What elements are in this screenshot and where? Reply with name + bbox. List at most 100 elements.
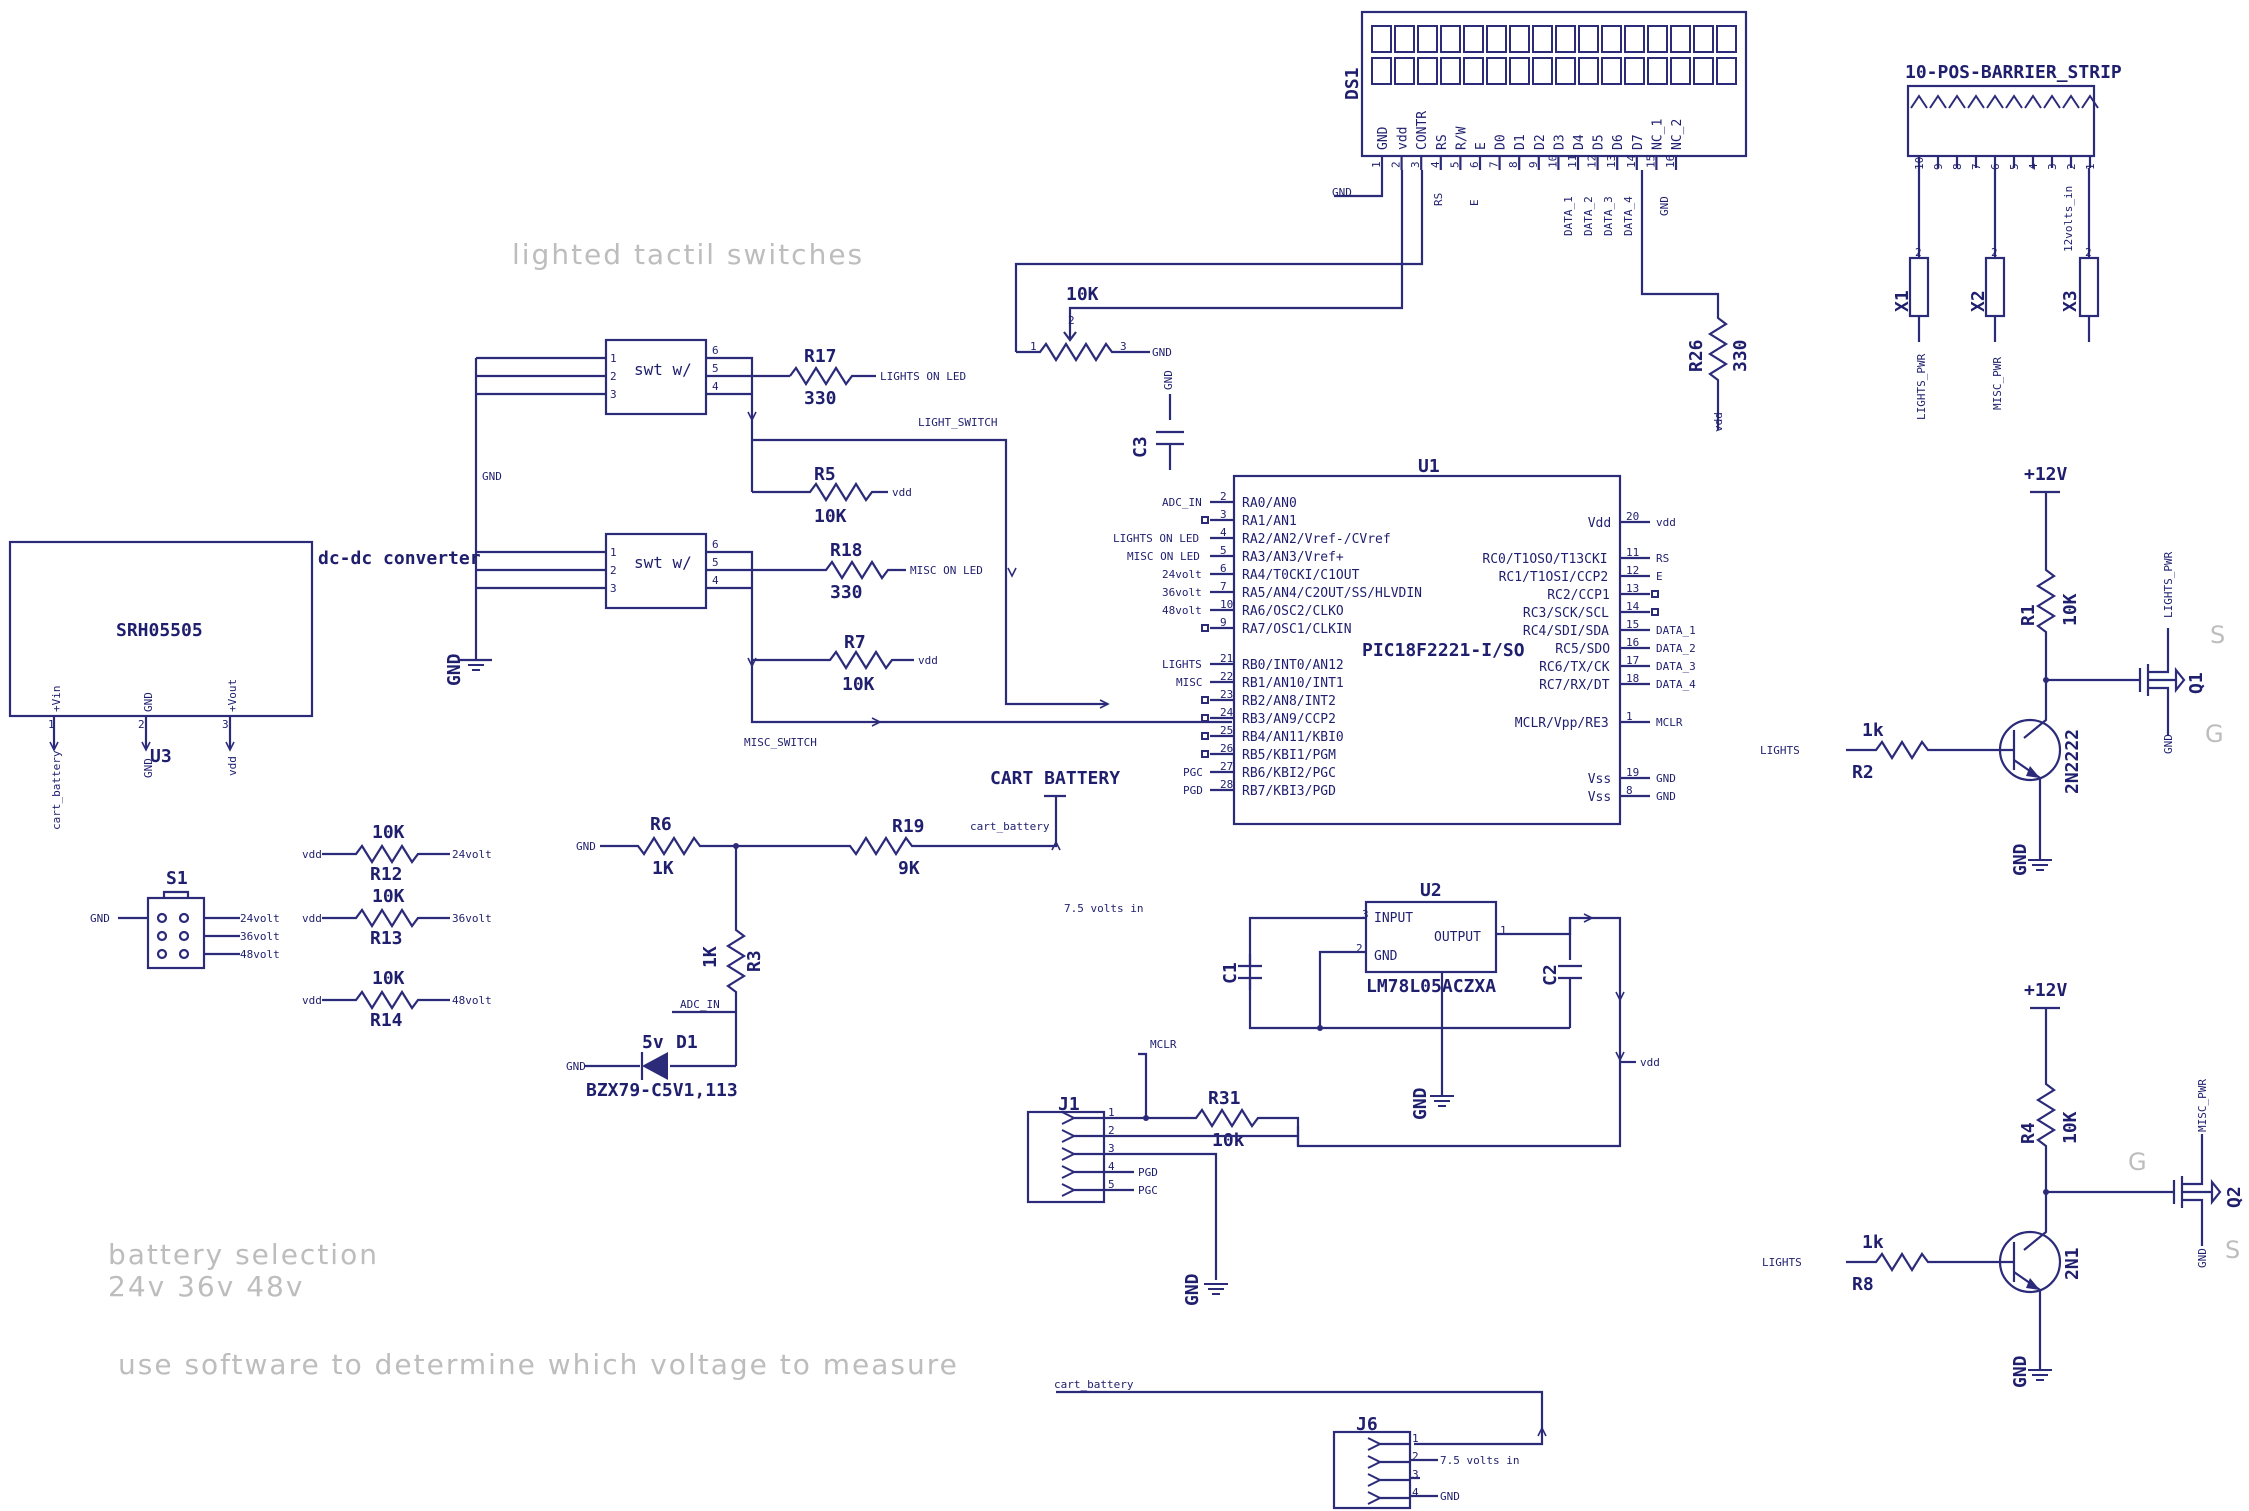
u1-right-pin-name: RC4/SDI/SDA (1523, 624, 1609, 639)
u1-left-pin-name: RA2/AN2/Vref-/CVref (1242, 532, 1391, 547)
switch-gnd-net: GND (482, 470, 502, 483)
resistor-r5: R5 10K vdd (790, 464, 912, 527)
r12-ref: R12 (370, 864, 403, 885)
pot-pin2: 2 (1068, 314, 1075, 327)
u1-left-net: LIGHTS (1162, 658, 1202, 671)
u1-right-pin-number: 15 (1626, 618, 1639, 631)
lcd-pin-number: 16 (1664, 155, 1677, 168)
u1-nc-marker (1201, 714, 1209, 722)
q2-fet-gnd: GND (2196, 1248, 2209, 1268)
u1-right-net: DATA_2 (1656, 642, 1696, 655)
lcd-pin-name: R/W (1454, 126, 1469, 150)
lcd-cell (1716, 57, 1737, 85)
lcd-gnd-net: GND (1332, 186, 1352, 199)
q1-fet-gnd: GND (2162, 734, 2175, 754)
dcdc-part: SRH05505 (116, 620, 203, 641)
barrier-pin-number: 9 (1932, 163, 1945, 170)
driver-q2: +12V R4 10K Q2 MISC_PWR GND 2N1 1k R8 LI… (1762, 980, 2245, 1388)
barrier-pin-number: 5 (2008, 163, 2021, 170)
s1-net-48: 48volt (240, 948, 280, 961)
u1-left-pin-name: RA1/AN1 (1242, 514, 1297, 529)
lcd-cell (1394, 57, 1415, 85)
r2-value: 1k (1862, 720, 1884, 741)
r17-value: 330 (804, 388, 837, 409)
barrier-pin-number: 10 (1913, 157, 1926, 170)
u1-right-pin-name: Vdd (1588, 516, 1611, 531)
u1-right-net: GND (1656, 772, 1676, 785)
lcd-pin-name: D4 (1572, 134, 1587, 150)
note-q2-gate: G (2128, 1148, 2147, 1176)
j1-pgc: PGC (1138, 1184, 1158, 1197)
lcd-cell (1532, 25, 1553, 53)
r6-net: GND (576, 840, 596, 853)
u1-left-net: 48volt (1162, 604, 1202, 617)
lcd-pin-number: 6 (1468, 161, 1481, 168)
dcdc-converter: dc-dc converter SRH05505 U3 +Vin GND +Vo… (8, 540, 481, 830)
lcd-cell (1463, 25, 1484, 53)
barrier-terminal (1986, 94, 2004, 109)
u1-nc-marker (1201, 750, 1209, 758)
lcd-cell (1532, 57, 1553, 85)
lcd-ref: DS1 (1342, 67, 1363, 100)
r19-value: 9K (898, 858, 920, 879)
j1-pin-number: 3 (1108, 1142, 1115, 1155)
r13-net-r: 36volt (452, 912, 492, 925)
q2-fet: Q2 (2224, 1186, 2245, 1208)
switch-pin-right: 5 (712, 362, 719, 375)
lcd-cell (1509, 25, 1530, 53)
j1-pin-number: 1 (1108, 1106, 1115, 1119)
u1-left-pin-number: 4 (1220, 526, 1227, 539)
q1-fet: Q1 (2186, 672, 2207, 694)
lcd-pin-name: E (1474, 142, 1489, 150)
lcd-cell (1463, 57, 1484, 85)
switch-lights-label: swt w/ (634, 360, 692, 379)
u1-left-pin-number: 9 (1220, 616, 1227, 629)
r5-net: vdd (892, 486, 912, 499)
u1-left-pin-name: RB3/AN9/CCP2 (1242, 712, 1336, 727)
q1-vcc: +12V (2024, 464, 2068, 485)
dcdc-pin-vout: +Vout (226, 679, 239, 712)
lcd-net-label: DATA_4 (1622, 196, 1635, 236)
r8-net: LIGHTS (1762, 1256, 1802, 1269)
battery-divider: CART BATTERY cart_battery R19 9K R6 1K G… (566, 768, 1120, 1101)
selector-s1: S1 GND 24volt 36volt 48volt (90, 868, 280, 970)
barrier-terminal (1910, 94, 1928, 109)
lcd-pin-name: D6 (1611, 134, 1626, 150)
u2-vdd: vdd (1640, 1056, 1660, 1069)
x3-label: X3 (2060, 290, 2081, 312)
u1-left-pin-number: 10 (1220, 598, 1233, 611)
u2-gnd-label: GND (1410, 1087, 1431, 1120)
x2-pin: 2 (1991, 246, 1998, 259)
lcd-cell (1555, 57, 1576, 85)
u1-right-pin-number: 1 (1626, 710, 1633, 723)
u1-left-pin-name: RA6/OSC2/CLKO (1242, 604, 1344, 619)
lcd-cell (1693, 25, 1714, 53)
barrier-terminal (2024, 94, 2042, 109)
u1-left-pin-name: RB0/INT0/AN12 (1242, 658, 1344, 673)
u1-left-net: MISC ON LED (1127, 550, 1200, 563)
pot-pin1: 1 (1030, 340, 1037, 353)
switch-pin-right: 6 (712, 538, 719, 551)
u1-left-pin-name: RB6/KBI2/PGC (1242, 766, 1336, 781)
u1-left-pin-name: RA3/AN3/Vref+ (1242, 550, 1344, 565)
switch-pin-right: 4 (712, 574, 719, 587)
switch-pin-left: 3 (610, 388, 617, 401)
u1-left-pin-number: 7 (1220, 580, 1227, 593)
lcd-cell (1486, 25, 1507, 53)
lcd-net-label: E (1468, 199, 1481, 206)
u1-left-pin-number: 23 (1220, 688, 1233, 701)
note-software: use software to determine which voltage … (118, 1348, 959, 1381)
d1-value: 5v (642, 1032, 664, 1053)
r26-value: 330 (1730, 339, 1751, 372)
c3-net: GND (1162, 370, 1175, 390)
resistor-r18: R18 330 MISC ON LED (790, 540, 983, 603)
r3-value: 1K (700, 946, 721, 968)
pot-value: 10K (1066, 284, 1099, 305)
lcd-cell (1624, 57, 1645, 85)
lcd-pin-number: 7 (1488, 161, 1501, 168)
switch-misc: swt w/ (604, 532, 708, 610)
x3-net: 12volts_in (2062, 186, 2075, 252)
lcd-cell (1647, 57, 1668, 85)
u1-right-pin-name: RC2/CCP1 (1547, 588, 1610, 603)
lcd-net-label: DATA_2 (1582, 196, 1595, 236)
